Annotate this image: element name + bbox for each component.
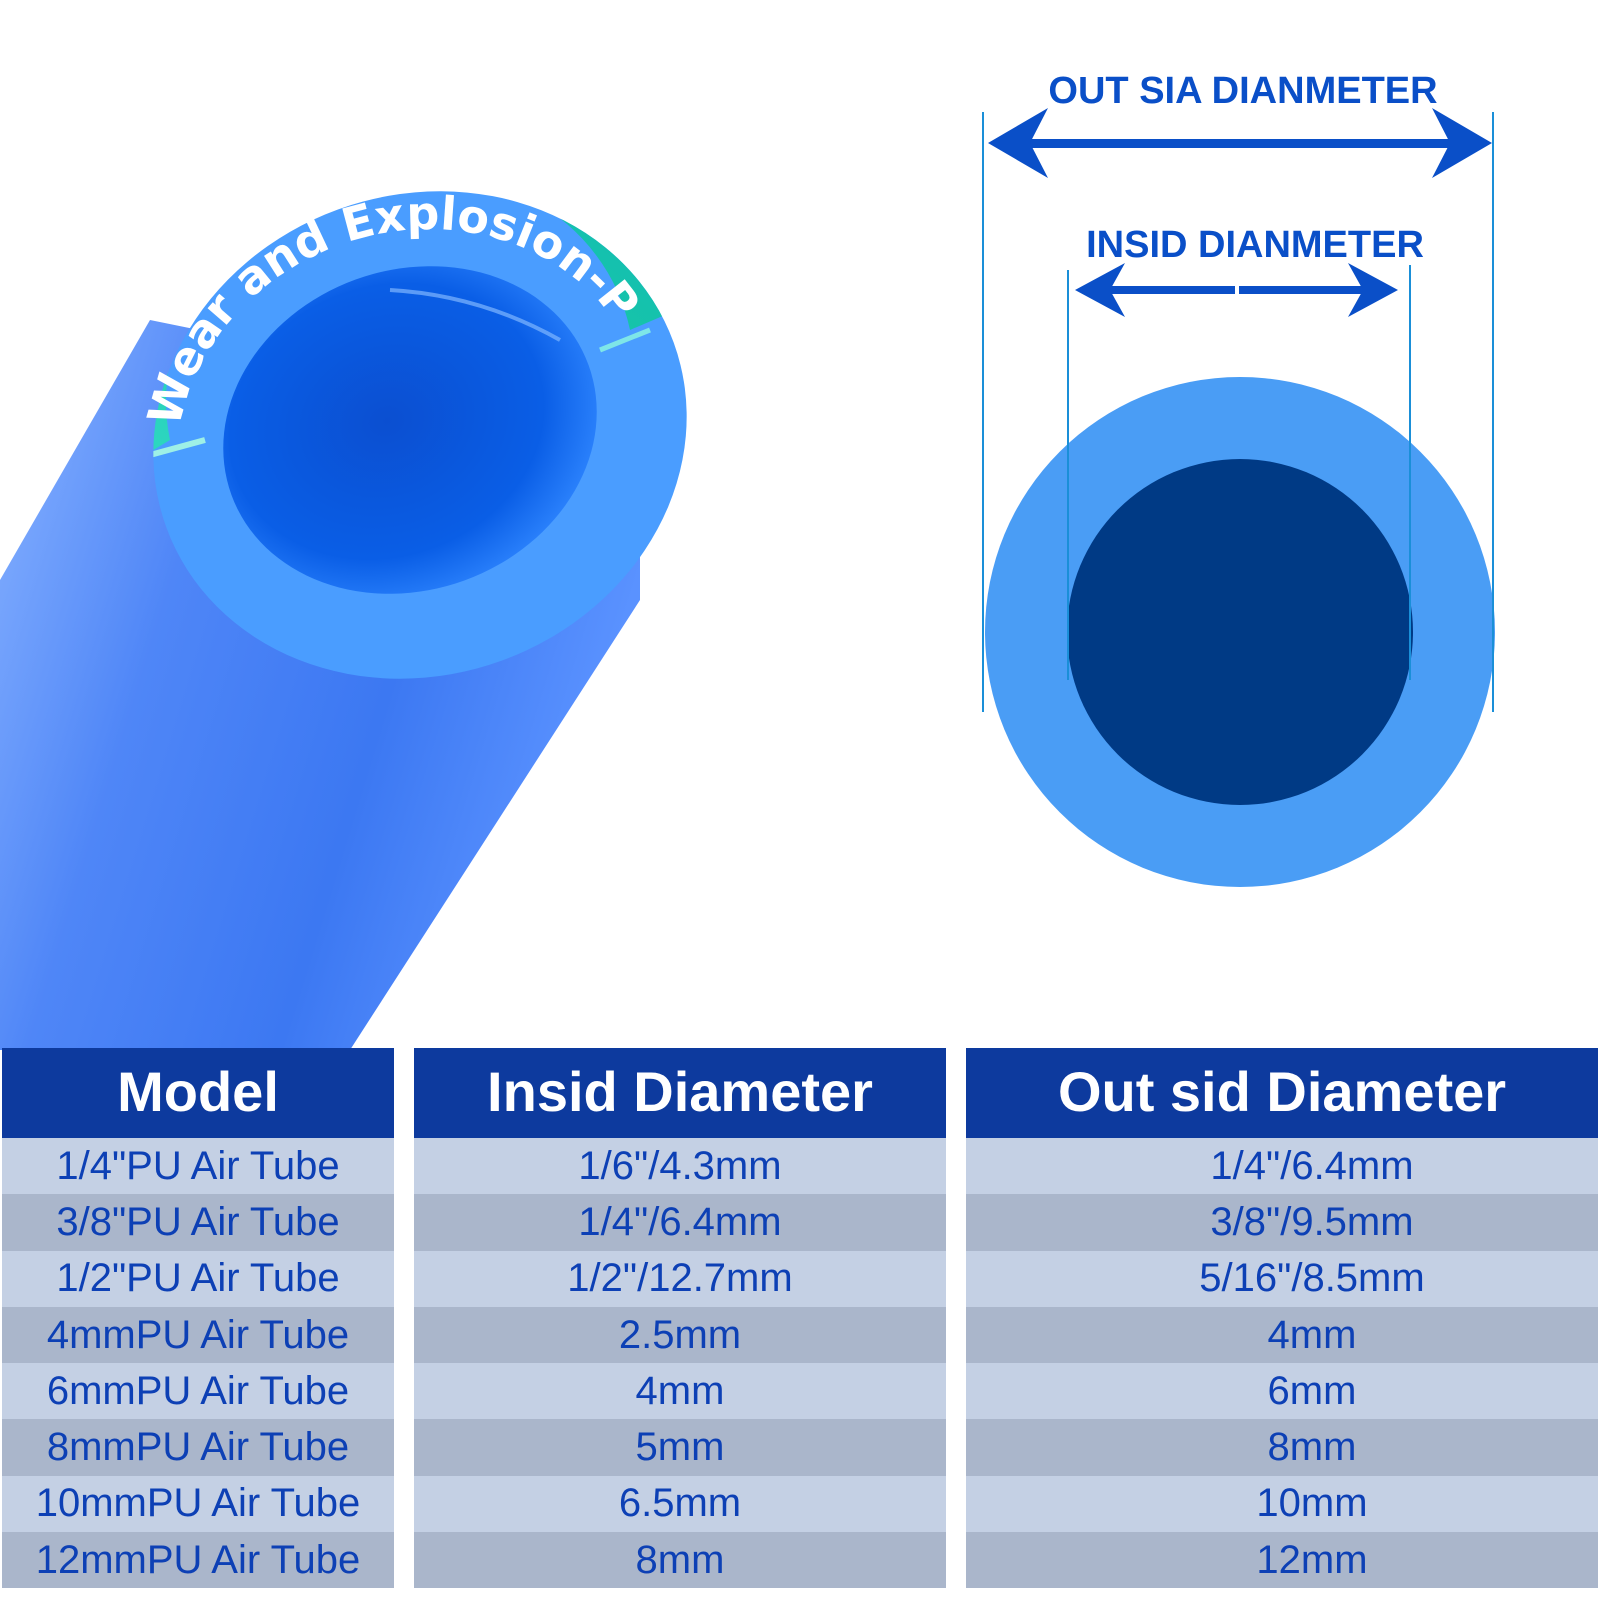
outside-diameter-cell: 12mm [966, 1532, 1598, 1589]
cross-section [985, 377, 1495, 887]
outside-diameter-cell: 10mm [966, 1475, 1598, 1533]
tube-illustration: Wear and Explosion-Proof [0, 70, 1495, 1050]
outside-diameter-arrow [988, 108, 1492, 178]
outside-diameter-header: Out sid Diameter [966, 1048, 1598, 1138]
outside-diameter-cell: 8mm [966, 1419, 1598, 1476]
inside-diameter-cell: 4mm [414, 1363, 946, 1420]
outside-diameter-cell: 3/8"/9.5mm [966, 1194, 1598, 1251]
inside-diameter-cell: 2.5mm [414, 1306, 946, 1364]
outside-diameter-cell: 1/4"/6.4mm [966, 1138, 1598, 1195]
cross-section-inner [1067, 459, 1413, 805]
inside-diameter-label: INSID DIANMETER [1086, 224, 1424, 266]
model-cell: 3/8"PU Air Tube [2, 1194, 394, 1251]
inside-diameter-cell: 6.5mm [414, 1475, 946, 1533]
model-cell: 10mmPU Air Tube [2, 1475, 394, 1533]
model-cell: 12mmPU Air Tube [2, 1532, 394, 1589]
tube-bore [223, 266, 597, 594]
model-cell: 8mmPU Air Tube [2, 1419, 394, 1476]
outside-diameter-cell: 4mm [966, 1306, 1598, 1364]
inside-diameter-cell: 5mm [414, 1419, 946, 1476]
model-cell: 6mmPU Air Tube [2, 1363, 394, 1420]
inside-diameter-header: Insid Diameter [414, 1048, 946, 1138]
model-cell: 1/2"PU Air Tube [2, 1250, 394, 1307]
model-cell: 1/4"PU Air Tube [2, 1138, 394, 1195]
inside-diameter-cell: 1/6"/4.3mm [414, 1138, 946, 1195]
model-header: Model [2, 1048, 394, 1138]
inside-diameter-cell: 1/4"/6.4mm [414, 1194, 946, 1251]
outside-diameter-cell: 5/16"/8.5mm [966, 1250, 1598, 1307]
inside-diameter-cell: 8mm [414, 1532, 946, 1589]
dimension-extension-lines [982, 112, 1494, 712]
inside-diameter-cell: 1/2"/12.7mm [414, 1250, 946, 1307]
inside-diameter-arrow [1075, 263, 1398, 317]
outside-diameter-cell: 6mm [966, 1363, 1598, 1420]
outside-diameter-label: OUT SIA DIANMETER [1048, 70, 1437, 112]
model-cell: 4mmPU Air Tube [2, 1306, 394, 1364]
